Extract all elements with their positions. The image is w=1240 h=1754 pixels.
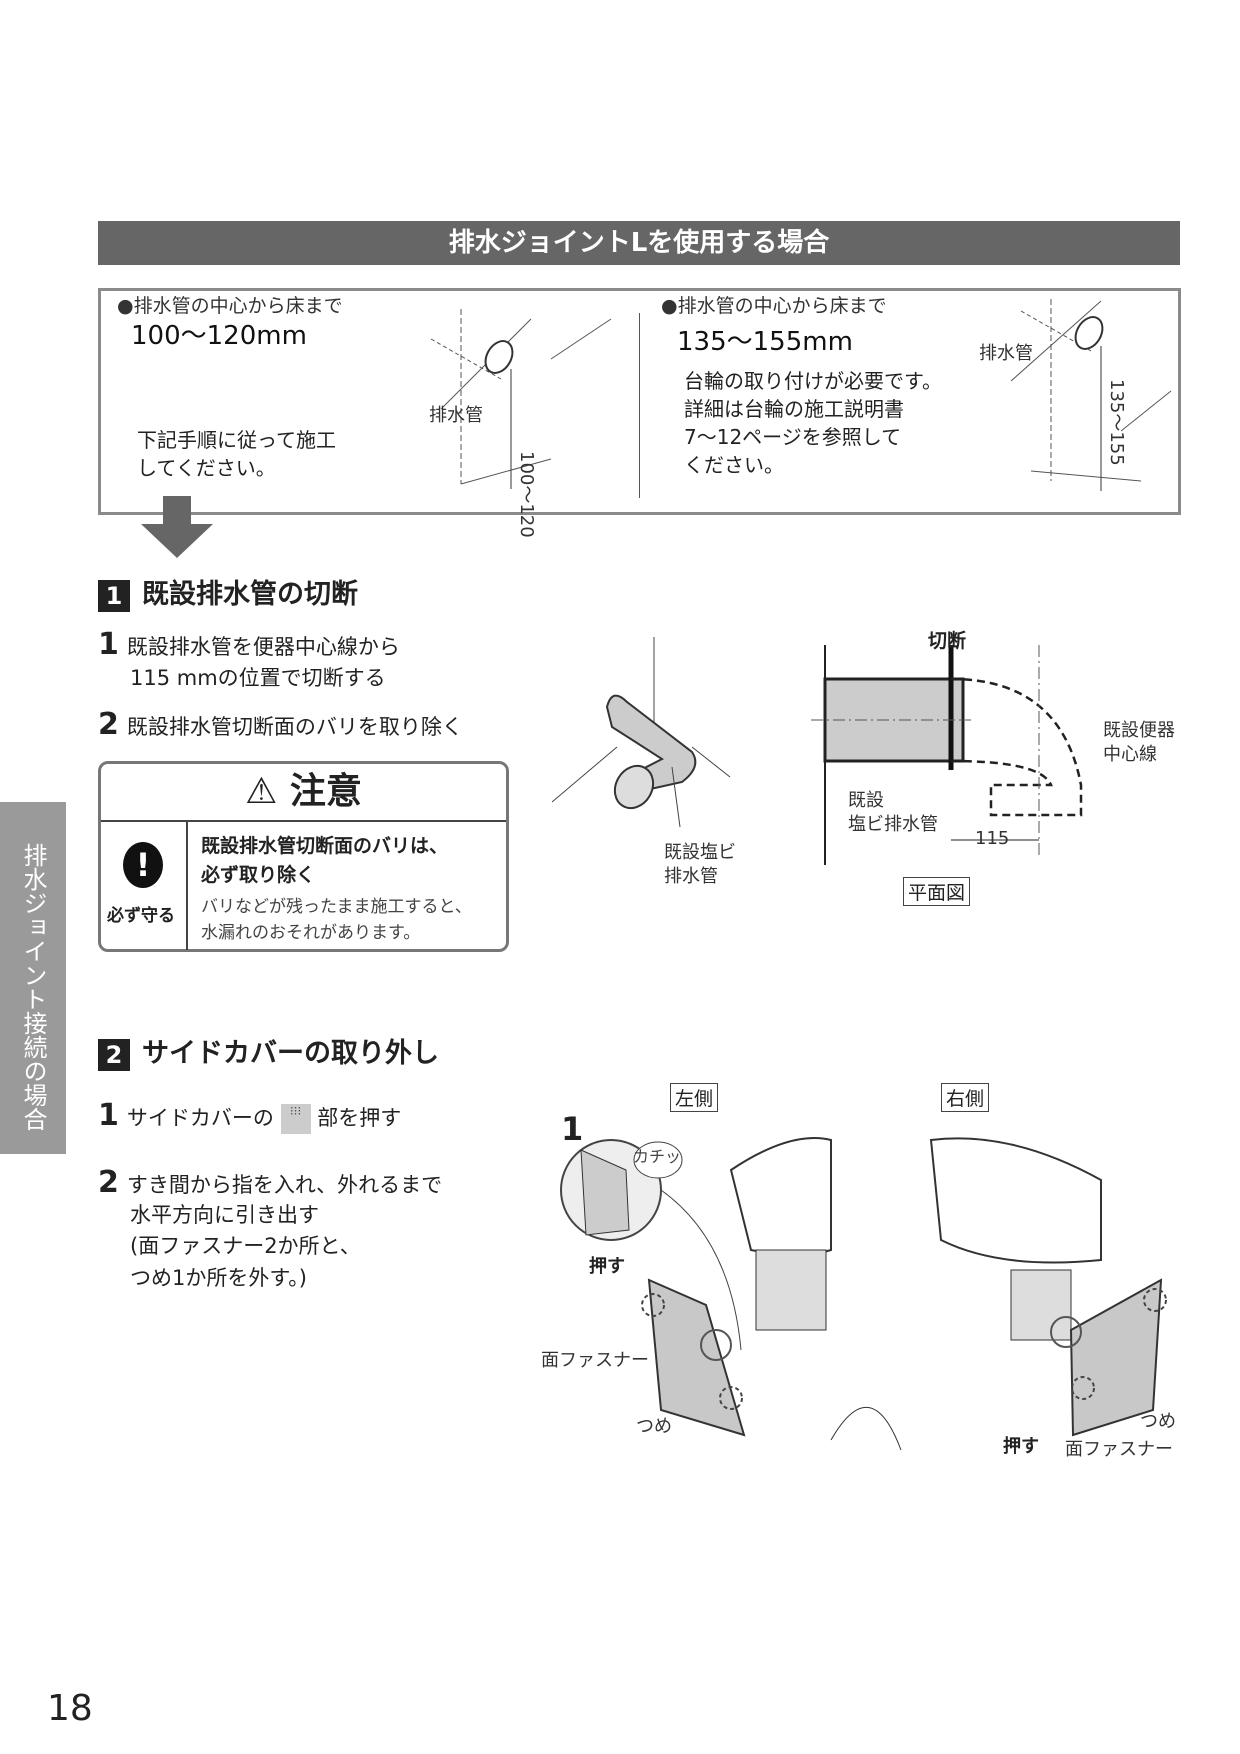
claw-label-right: つめ: [1140, 1411, 1176, 1432]
section2-step-2-line2: 水平方向に引き出す: [130, 1203, 319, 1227]
right-range: 135〜155mm: [677, 327, 853, 357]
section2-step-2-line4: つめ1か所を外す。): [130, 1266, 307, 1290]
caution-text-2: 水漏れのおそれがあります。: [201, 923, 421, 943]
fastener-label-right: 面ファスナー: [1065, 1439, 1173, 1460]
plan-view-label: 平面図: [903, 877, 971, 906]
pipe-label-2: 排水管: [664, 866, 718, 887]
push-label-right: 押す: [1003, 1436, 1039, 1457]
section2-step-2-line3: (面ファスナー2か所と、: [130, 1234, 361, 1258]
section1-step-1-line2: 115 mmの位置で切断する: [130, 666, 386, 690]
left-pipe-label: 排水管: [429, 405, 483, 426]
side-cover-removal-illustration: [560, 1137, 1167, 1451]
right-note-1: 台輪の取り付けが必要です。: [684, 369, 942, 393]
existing-label-2: 塩ビ排水管: [848, 814, 938, 835]
caution-title: ⚠ 注意: [101, 764, 506, 822]
right-note-4: ください。: [684, 453, 784, 477]
left-note-1: 下記手順に従って施工: [137, 428, 336, 452]
center-label-2: 中心線: [1103, 744, 1157, 765]
click-label: カチッ: [633, 1147, 682, 1166]
caution-text-1: バリなどが残ったまま施工すると、: [201, 897, 472, 917]
cut-label: 切断: [928, 630, 967, 652]
right-bullet: ●排水管の中心から床まで: [661, 295, 887, 317]
exclamation-icon: !: [123, 842, 163, 888]
right-note-3: 7〜12ページを参照して: [684, 425, 902, 449]
push-label: 押す: [589, 1256, 625, 1277]
detail-step-number: 1: [561, 1110, 584, 1148]
fastener-label-left: 面ファスナー: [541, 1350, 649, 1371]
warning-triangle-icon: ⚠: [245, 771, 278, 812]
pipe-height-diagram-left: [430, 309, 612, 489]
pipe-height-diagram-right: [1010, 299, 1172, 491]
left-dim: 100〜120: [516, 451, 537, 538]
left-side-label: 左側: [670, 1083, 719, 1112]
conditions-box: ●排水管の中心から床まで 100〜120mm 下記手順に従って施工 してください…: [98, 288, 1181, 538]
left-note-2: してください。: [137, 456, 276, 480]
down-arrow-icon: [141, 496, 213, 558]
dim-115: 115: [975, 828, 1010, 849]
dots-icon: ⁝⁝⁝: [280, 1104, 311, 1134]
pipe-label-1: 既設塩ビ: [664, 842, 736, 863]
left-range: 100〜120mm: [131, 321, 307, 351]
side-tab: 排水ジョイント接続の場合: [0, 802, 66, 1154]
caution-bold-1: 既設排水管切断面のバリは、: [201, 835, 449, 857]
plan-view-diagram: [811, 645, 1083, 865]
right-side-label: 右側: [941, 1083, 990, 1112]
caution-box: ⚠ 注意 ! 必ず守る 既設排水管切断面のバリは、 必ず取り除く バリなどが残っ…: [98, 761, 509, 952]
page-number: 18: [47, 1688, 93, 1729]
center-label-1: 既設便器: [1103, 720, 1175, 741]
divider: [639, 313, 640, 498]
left-bullet: ●排水管の中心から床まで: [117, 295, 343, 317]
claw-label-left: つめ: [636, 1416, 672, 1437]
section-header: 排水ジョイントLを使用する場合: [98, 221, 1180, 265]
caution-bold-2: 必ず取り除く: [201, 864, 316, 886]
right-note-2: 詳細は台輪の施工説明書: [684, 397, 904, 421]
existing-label-1: 既設: [848, 790, 884, 811]
right-pipe-label: 排水管: [979, 343, 1033, 364]
must-label: 必ず守る: [107, 906, 175, 926]
right-dim: 135〜155: [1106, 379, 1127, 466]
existing-pipe-illustration: [552, 637, 731, 828]
